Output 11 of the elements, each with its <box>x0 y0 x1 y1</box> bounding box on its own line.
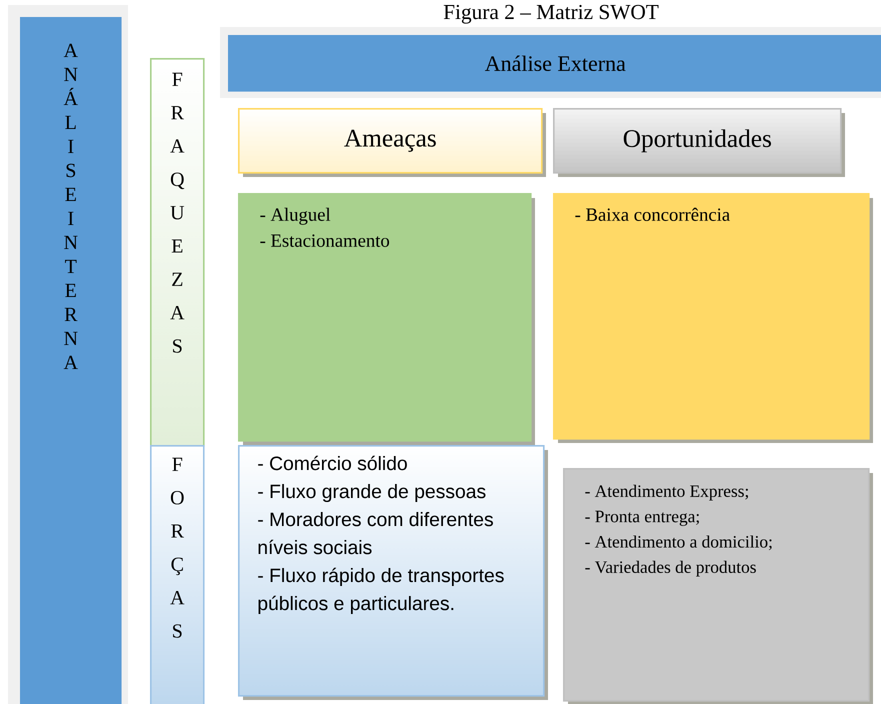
quadrant-box: - Atendimento Express; - Pronta entrega; - Atendimento a domicilio; - Variedades de produtos <box>563 468 873 704</box>
header-box: Oportunidades <box>553 108 845 177</box>
quadrant-box: - Aluguel - Estacionamento <box>238 193 535 445</box>
vertical-band: A N Á L I S E I N T E R N A <box>20 17 122 704</box>
quadrant-box: - Baixa concorrência <box>553 193 873 443</box>
vertical-band: F O R Ç A S <box>150 445 205 704</box>
header-box: Ameaças <box>238 108 546 177</box>
title: Figura 2 – Matriz SWOT <box>444 4 658 24</box>
vertical-band: F R A Q U E Z A S <box>150 58 205 447</box>
quadrant-box: - Comércio sólido - Fluxo grande de pessoas - Moradores com diferentes níveis sociais - Fluxo rápido de transportes públicos e particulares. <box>238 445 548 700</box>
header-band: Análise Externa <box>228 35 881 92</box>
